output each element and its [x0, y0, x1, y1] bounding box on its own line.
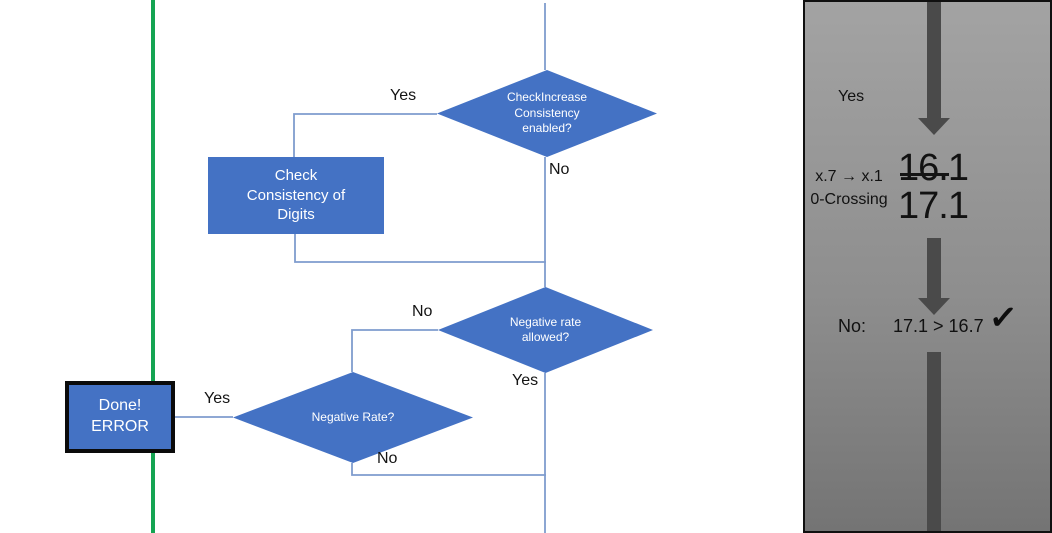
panel-yes-label: Yes [838, 88, 865, 105]
process-check-consistency: Check Consistency of Digits [208, 157, 384, 234]
zero-crossing-note: x.7 → x.1 0-Crossing [805, 165, 893, 211]
edge-label-rate-allowed-yes: Yes [512, 372, 539, 389]
new-value: 17.1 [898, 185, 969, 227]
edge-label-check-increase-yes: Yes [390, 87, 417, 104]
strikethrough-line [900, 173, 949, 176]
side-note-panel: Yes x.7 → x.1 0-Crossing 16.1 17.1 No: 1… [803, 0, 1052, 533]
connector-negative-rate-no [351, 463, 546, 476]
checkmark-icon: ✓ [987, 298, 1019, 338]
zero-crossing-note-line2: 0-Crossing [810, 191, 888, 208]
edge-label-rate-allowed-no: No [412, 303, 433, 320]
process-check-consistency-label: Check Consistency of Digits [246, 167, 346, 224]
decision-check-increase-label: CheckIncrease Consistency enabled? [506, 90, 588, 136]
green-guide-line [151, 0, 155, 533]
result-comparison: 17.1 > 16.7 [893, 316, 984, 336]
down-arrow-1-head-icon [918, 118, 950, 135]
terminator-done-error: Done! ERROR [65, 381, 175, 453]
edge-label-negative-rate-no: No [377, 450, 398, 467]
value-block: 16.1 17.1 [898, 147, 969, 227]
down-arrow-3-shaft [927, 352, 941, 531]
decision-negative-rate-label: Negative Rate? [311, 409, 395, 424]
decision-negative-rate-allowed-label: Negative rate allowed? [509, 314, 582, 344]
connector-box-to-mainline [294, 234, 546, 263]
result-prefix: No: [838, 316, 867, 336]
zero-crossing-note-line1: x.7 → x.1 [815, 168, 883, 185]
edge-label-negative-rate-yes: Yes [204, 390, 231, 407]
down-arrow-2-shaft [927, 238, 941, 298]
edge-label-check-increase-no: No [549, 161, 570, 178]
connector-rate-allowed-no [351, 329, 438, 372]
old-value: 16.1 [898, 147, 969, 189]
connector-check-increase-yes [293, 113, 437, 157]
down-arrow-2-head-icon [918, 298, 950, 315]
terminator-done-error-label: Done! ERROR [91, 397, 149, 435]
down-arrow-1-shaft [927, 2, 941, 118]
